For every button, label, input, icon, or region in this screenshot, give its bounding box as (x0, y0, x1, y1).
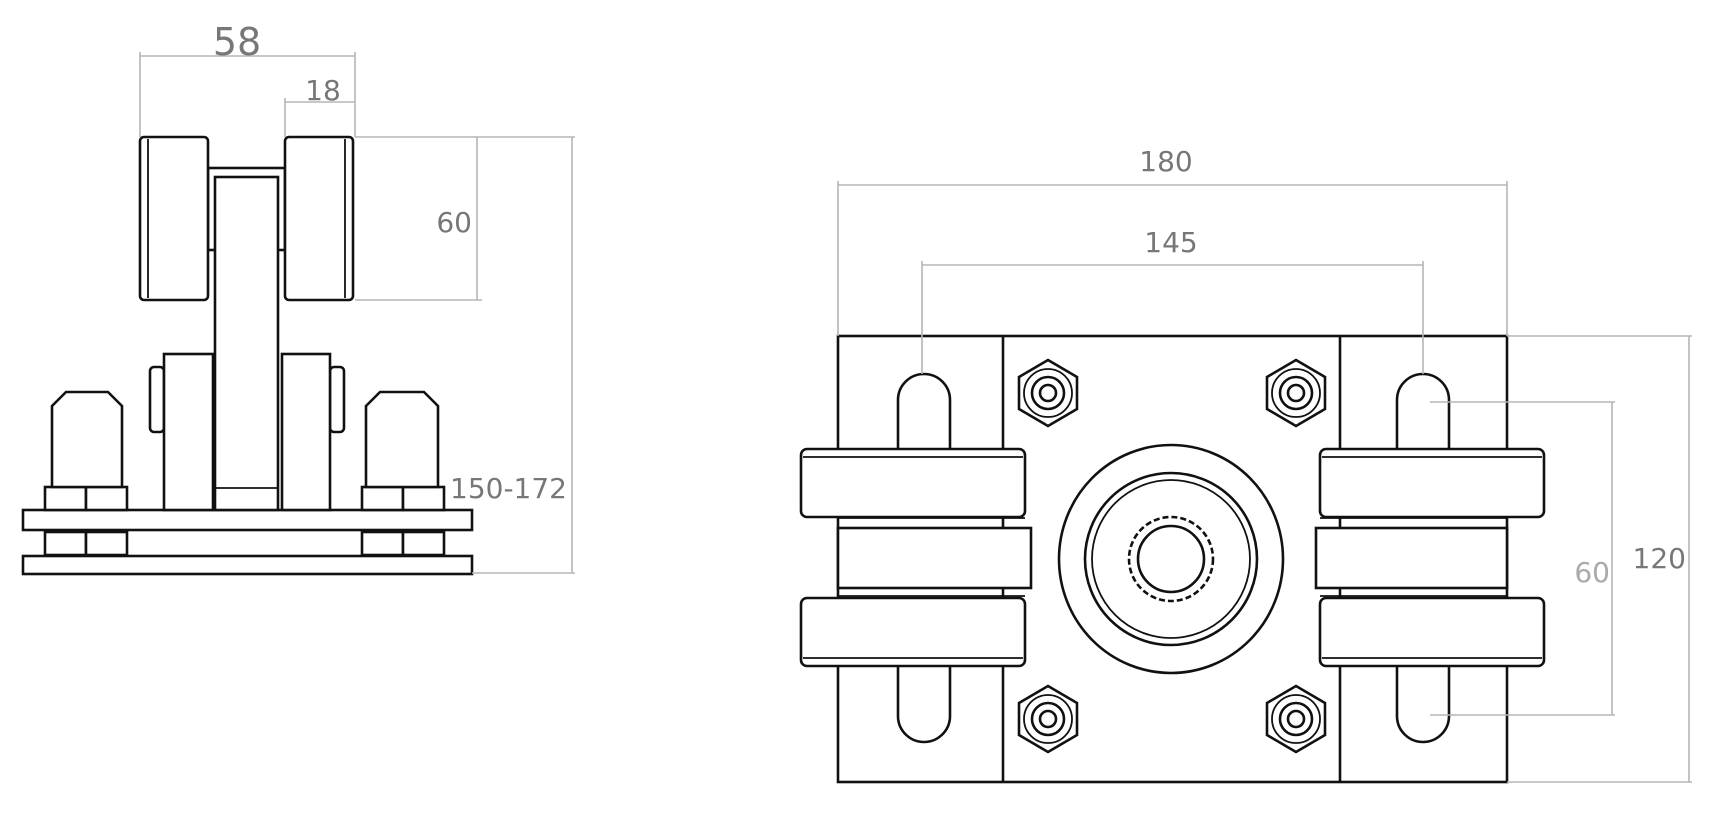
wheel-top-right (1318, 447, 1546, 519)
side-bearing-left (148, 365, 166, 434)
wheel-top-left (799, 447, 1027, 519)
middle-bar-left (836, 526, 1033, 590)
wheel-edge-lines (803, 456, 1542, 659)
side-block-right (280, 352, 332, 512)
bolt-post-left (50, 390, 124, 489)
wheel-right (283, 135, 355, 302)
slots (896, 372, 1451, 744)
dim-wheel-width: 18 (305, 74, 341, 107)
central-stem (213, 175, 280, 512)
wheel-bottom-right (1318, 596, 1546, 668)
dim-slot-spacing: 145 (1144, 226, 1197, 259)
side-view: 58 18 60 150-172 (21, 20, 575, 576)
dim-total-height: 150-172 (450, 472, 567, 505)
central-roller (1057, 443, 1285, 675)
dimension-lines (837, 181, 1692, 783)
dim-overall-width: 58 (213, 20, 261, 64)
dim-wheel-height: 60 (436, 206, 472, 239)
dimension-lines (139, 52, 575, 574)
dim-overall-depth: 120 (1633, 542, 1686, 575)
top-view: 180 145 60 120 (799, 145, 1692, 784)
dim-overall-length: 180 (1139, 145, 1192, 178)
hex-nuts (1017, 358, 1327, 754)
wheel-bottom-left (799, 596, 1027, 668)
bolt-post-right (364, 390, 440, 489)
base-plate-upper (21, 508, 474, 532)
middle-bar-right (1314, 526, 1509, 590)
side-block-left (162, 352, 215, 512)
hex-nut-icon (1017, 684, 1079, 754)
wheel-left (138, 135, 210, 302)
side-bearing-right (328, 365, 346, 434)
nuts (43, 485, 446, 557)
base-plate-lower (21, 554, 474, 576)
dim-slot-travel: 60 (1574, 556, 1610, 589)
hex-nut-icon (1017, 358, 1079, 428)
hex-nut-icon (1265, 358, 1327, 428)
hex-nut-icon (1265, 684, 1327, 754)
